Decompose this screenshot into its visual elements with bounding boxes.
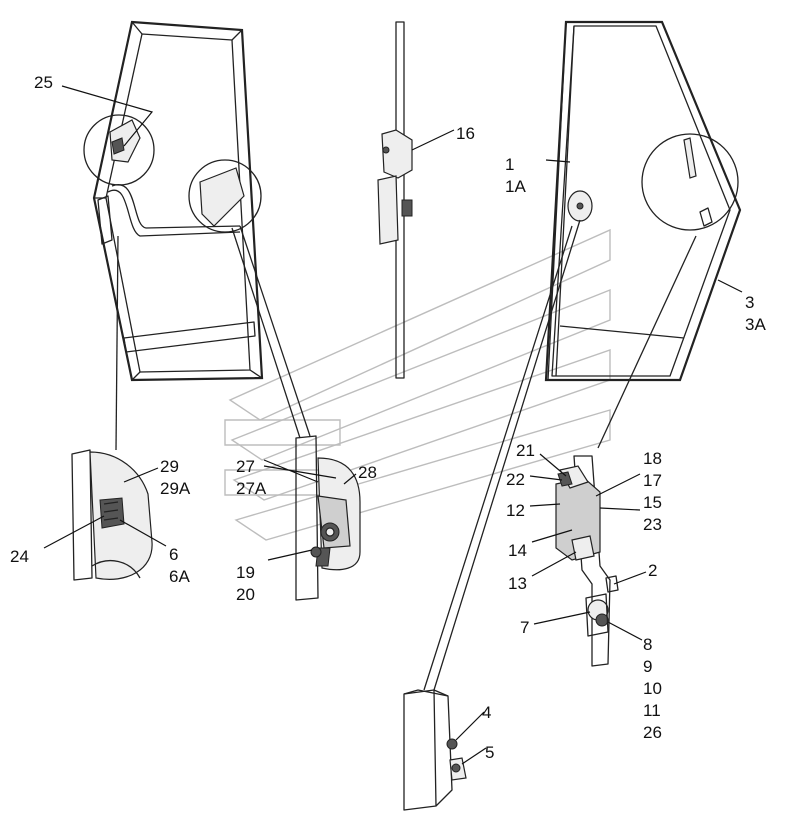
callout-c2: 2 <box>648 561 657 580</box>
callout-number: 12 <box>506 501 525 520</box>
callout-number: 5 <box>485 743 494 762</box>
callout-c13: 13 <box>508 574 527 593</box>
callout-c8: 8 9 10 11 26 <box>643 635 662 742</box>
callout-c12: 12 <box>506 501 525 520</box>
callout-number: 22 <box>506 470 525 489</box>
door-seal-strip <box>377 21 413 379</box>
callout-number: 14 <box>508 541 527 560</box>
callout-number: 28 <box>358 463 377 482</box>
callout-c21: 21 <box>516 441 535 460</box>
callout-number: 26 <box>643 723 662 742</box>
callout-c22: 22 <box>506 470 525 489</box>
door-lock-assembly <box>555 455 619 667</box>
callout-number: 23 <box>643 515 662 534</box>
callout-number: 9 <box>643 657 652 676</box>
callout-number: 8 <box>643 635 652 654</box>
callout-c16: 16 <box>456 124 475 143</box>
hinge-bracket-assembly <box>71 449 153 581</box>
callout-number: 1A <box>505 177 526 196</box>
striker-assembly <box>403 689 467 811</box>
callout-number: 20 <box>236 585 255 604</box>
callout-number: 25 <box>34 73 53 92</box>
callout-number: 11 <box>643 701 661 720</box>
leader-lines <box>43 85 743 765</box>
callout-number: 15 <box>643 493 662 512</box>
outside-handle-assembly <box>295 435 361 601</box>
callout-number: 27A <box>236 479 267 498</box>
callout-number: 29 <box>160 457 179 476</box>
callout-number: 13 <box>508 574 527 593</box>
callout-number: 3A <box>745 315 766 334</box>
callout-number: 6A <box>169 567 190 586</box>
callout-number: 19 <box>236 563 255 582</box>
callout-number: 2 <box>648 561 657 580</box>
callout-c18: 18 17 15 23 <box>643 449 662 534</box>
callout-number: 7 <box>520 618 529 637</box>
callout-number: 4 <box>482 703 491 722</box>
callout-number: 27 <box>236 457 255 476</box>
callout-number: 18 <box>643 449 662 468</box>
callout-c24: 24 <box>10 547 29 566</box>
callout-c14: 14 <box>508 541 527 560</box>
callout-c4: 4 <box>482 703 491 722</box>
door-panel <box>544 20 742 382</box>
callout-number: 29A <box>160 479 191 498</box>
callout-number: 6 <box>169 545 178 564</box>
callout-number: 3 <box>745 293 754 312</box>
door-frame <box>83 20 264 382</box>
callout-c28: 28 <box>358 463 377 482</box>
callout-number: 16 <box>456 124 475 143</box>
callout-number: 17 <box>643 471 662 490</box>
callout-c25: 25 <box>34 73 53 92</box>
callout-number: 10 <box>643 679 662 698</box>
callout-c5: 5 <box>485 743 494 762</box>
connection-lines <box>115 219 697 691</box>
callout-c7: 7 <box>520 618 529 637</box>
callout-number: 24 <box>10 547 29 566</box>
callout-number: 1 <box>505 155 514 174</box>
callout-number: 21 <box>516 441 535 460</box>
